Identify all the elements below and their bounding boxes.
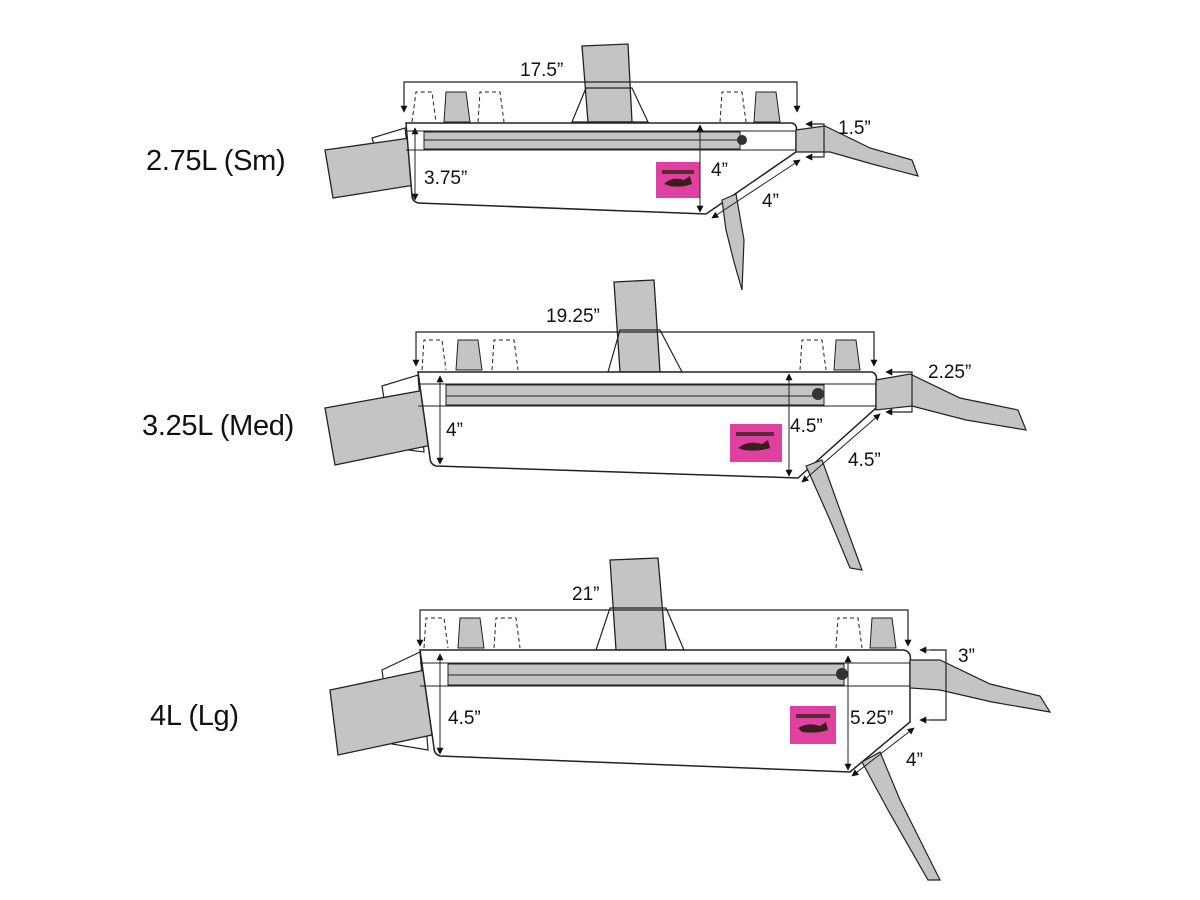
zipper-pull-icon [836,668,848,680]
rear-height-label: 4.5” [448,708,481,729]
top-length-label: 19.25” [546,306,600,327]
fox-icon [738,440,770,451]
zipper-pull-icon [812,388,824,400]
size-label-large: 4L (Lg) [150,700,239,732]
front-height-label: 4.5” [790,416,823,437]
down-tube-length-label: 4” [762,191,779,212]
rear-height-label: 3.75” [424,168,467,189]
size-label-small: 2.75L (Sm) [146,145,286,177]
size-label-medium: 3.25L (Med) [142,410,294,442]
head-strap-width-label: 2.25” [928,362,971,383]
fox-icon [664,176,692,187]
zipper [445,384,825,406]
bag-large: 21” 4.5” 5.25” 3” 4” [329,557,1052,881]
bag-medium: 19.25” 4” 4.5” 2.25” 4.5” [324,279,1027,571]
front-height-label: 4” [711,160,728,181]
front-height-label: 5.25” [850,708,893,729]
down-tube-length-label: 4.5” [848,450,881,471]
down-tube-length-label: 4” [906,750,923,771]
rear-height-label: 4” [446,420,463,441]
bag-small: 17.5” 3.75” 4” 1.5” 4” [324,43,919,291]
top-length-label: 17.5” [520,60,563,81]
zipper-pull-icon [737,135,747,145]
top-length-label: 21” [572,584,599,605]
fox-icon [798,722,828,733]
head-strap-width-label: 1.5” [838,118,871,139]
head-strap-width-label: 3” [958,646,975,667]
